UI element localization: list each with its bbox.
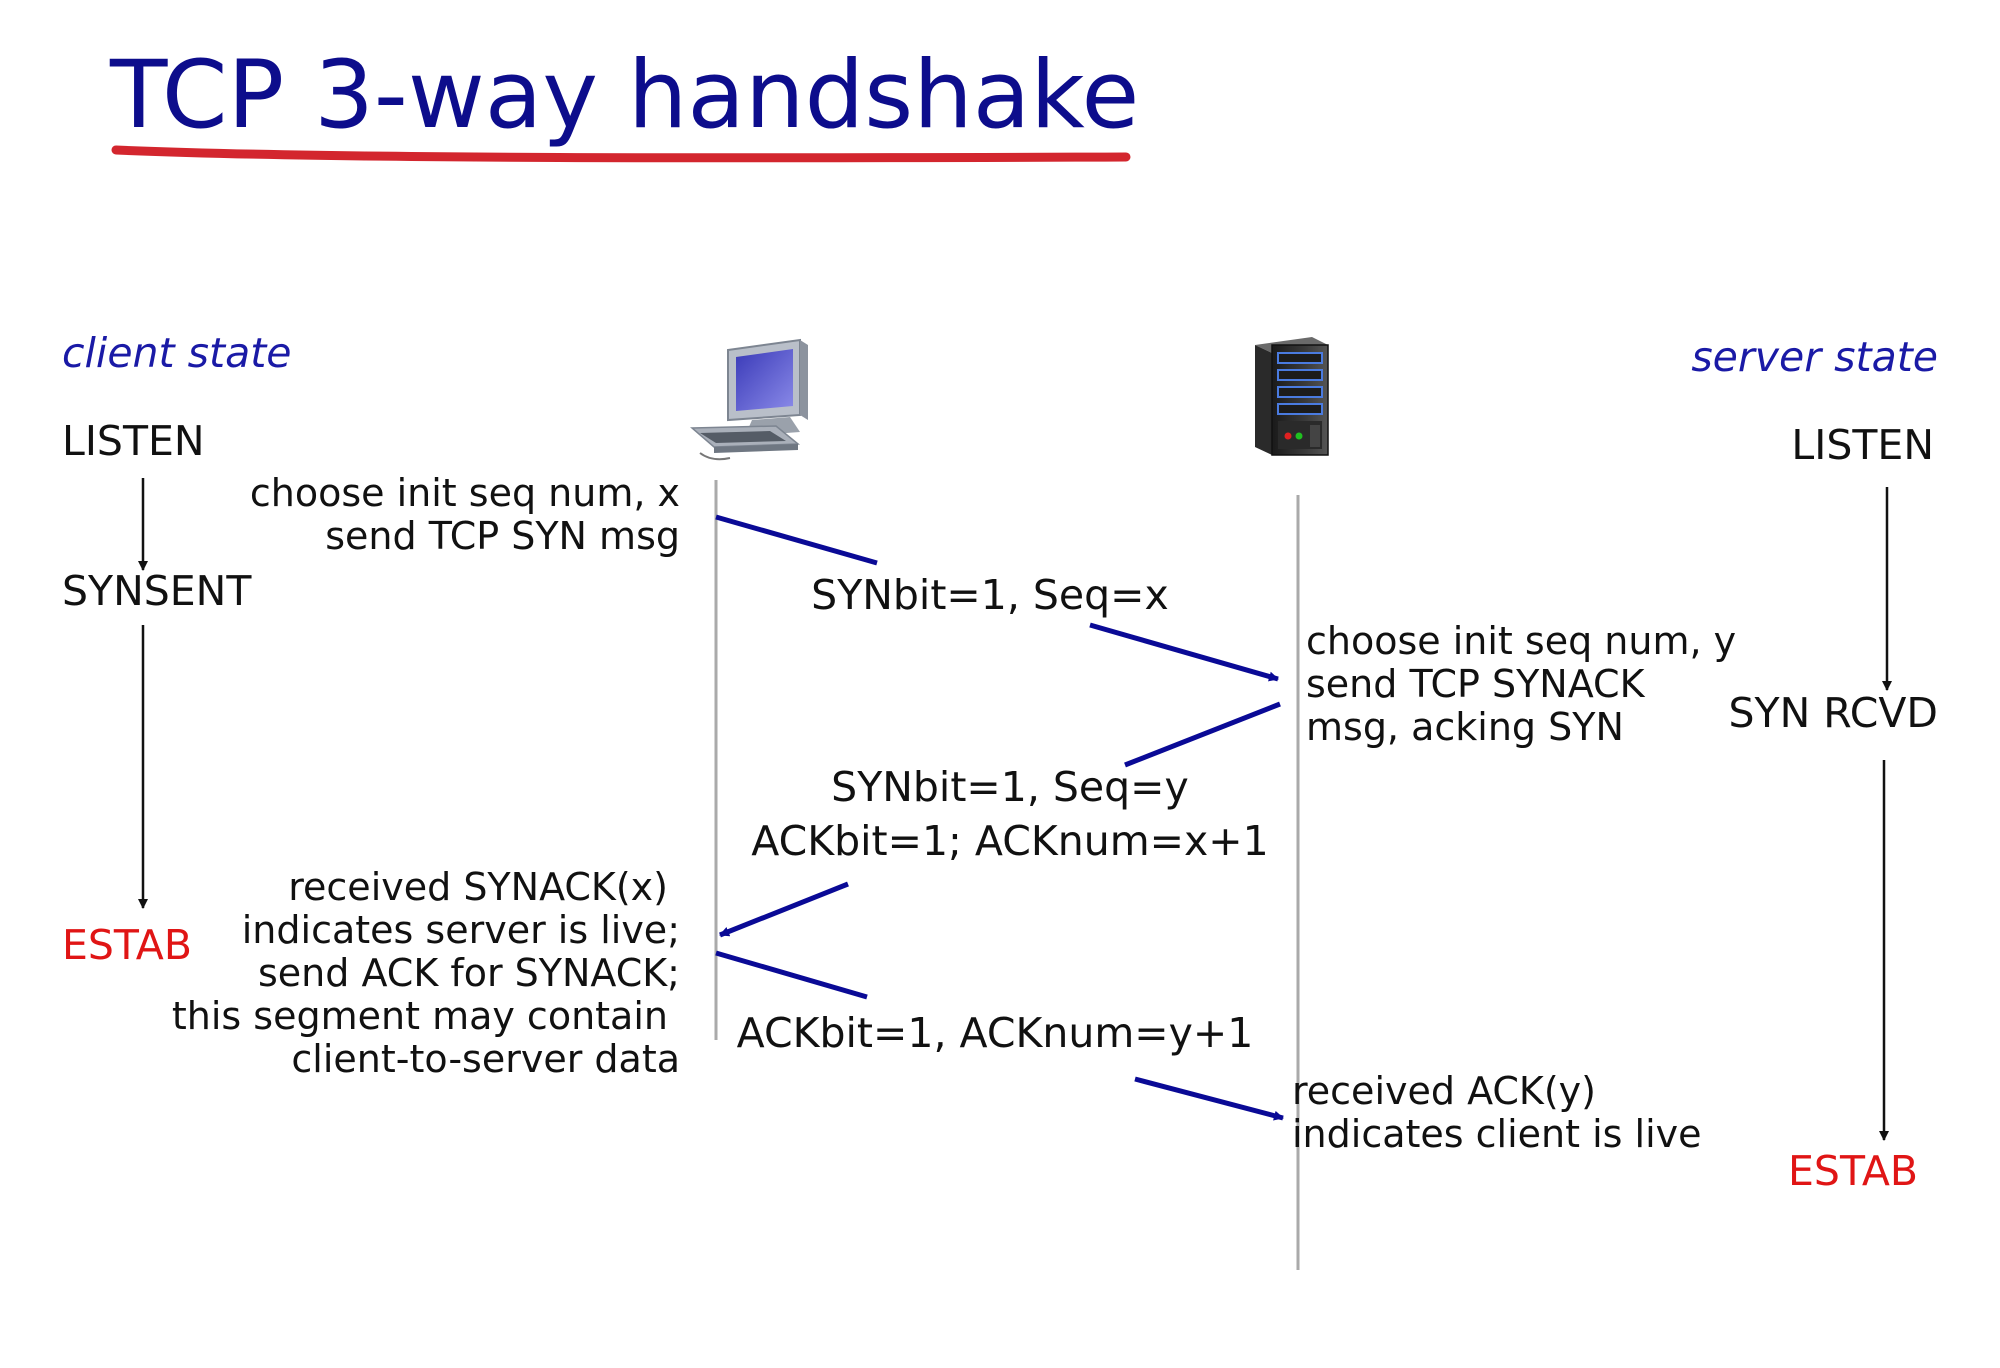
note-line: send ACK for SYNACK; [258, 951, 680, 995]
client-state-header: client state [62, 329, 292, 377]
server-icon [1255, 337, 1329, 456]
note-line: received SYNACK(x) [288, 865, 668, 909]
ack-arrow-start [715, 950, 868, 1000]
note-line: send TCP SYN msg [325, 514, 680, 558]
server-state-estab: ESTAB [1788, 1147, 1918, 1195]
syn-arrow-end [1089, 622, 1279, 682]
note-line: indicates client is live [1292, 1112, 1702, 1156]
client-init-note: choose init seq num, x send TCP SYN msg [250, 472, 680, 558]
note-line: choose init seq num, y [1306, 619, 1737, 663]
client-state-synsent: SYNSENT [62, 567, 252, 615]
message-line: ACKbit=1, ACKnum=y+1 [736, 1009, 1254, 1057]
client-recv-note: received SYNACK(x) indicates server is l… [172, 866, 680, 1081]
syn-message-label: SYNbit=1, Seq=x [780, 568, 1200, 622]
client-state-listen: LISTEN [62, 417, 205, 465]
note-line: indicates server is live; [241, 908, 680, 952]
title-underline [111, 145, 1131, 163]
syn-arrow-start [715, 514, 878, 566]
note-line: this segment may contain [171, 994, 668, 1038]
server-init-note: choose init seq num, y send TCP SYNACK m… [1306, 620, 1736, 749]
server-state-synrcvd: SYN RCVD [1728, 689, 1938, 737]
ack-arrow-end [1134, 1076, 1284, 1121]
synack-message-label: SYNbit=1, Seq=y ACKbit=1; ACKnum=x+1 [720, 760, 1300, 868]
note-line: received ACK(y) [1292, 1069, 1596, 1113]
note-line: client-to-server data [291, 1037, 680, 1081]
client-state-estab: ESTAB [62, 921, 192, 969]
message-line: SYNbit=1, Seq=x [811, 571, 1169, 619]
synack-arrow-end [719, 881, 849, 938]
laptop-icon [690, 338, 808, 461]
note-line: msg, acking SYN [1306, 705, 1624, 749]
page-title: TCP 3-way handshake [110, 41, 1140, 150]
note-line: choose init seq num, x [249, 471, 680, 515]
server-state-header: server state [1691, 333, 1938, 381]
message-line: SYNbit=1, Seq=y [831, 763, 1189, 811]
server-state-listen: LISTEN [1791, 421, 1934, 469]
message-line: ACKbit=1; ACKnum=x+1 [751, 817, 1269, 865]
note-line: send TCP SYNACK [1306, 662, 1645, 706]
synack-arrow-start [1124, 701, 1281, 768]
ack-message-label: ACKbit=1, ACKnum=y+1 [720, 1006, 1270, 1060]
server-recv-note: received ACK(y) indicates client is live [1292, 1070, 1702, 1156]
